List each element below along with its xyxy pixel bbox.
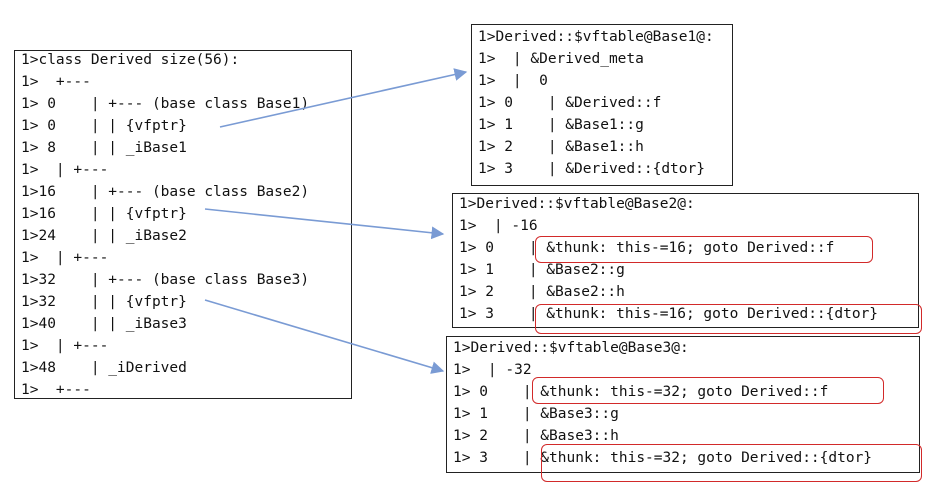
vftable-line: 1> 1 | &Base1::g: [478, 117, 644, 133]
layout-line: 1>class Derived size(56):: [21, 52, 240, 68]
vfptr-base1-arrow: [219, 68, 468, 128]
vftable-line: 1> 1 | &Base3::g: [453, 406, 619, 422]
layout-line: 1> +---: [21, 382, 91, 398]
vftable-line: 1> 3 | &thunk: this-=32; goto Derived::{…: [453, 450, 873, 466]
vftable-line: 1> 0 | &thunk: this-=16; goto Derived::f: [459, 240, 835, 256]
vftable-line: 1> 3 | &thunk: this-=16; goto Derived::{…: [459, 306, 879, 322]
class-layout-panel: 1>class Derived size(56): 1> +--- 1> 0 |…: [14, 50, 352, 399]
vftable-line: 1> 3 | &Derived::{dtor}: [478, 161, 705, 177]
layout-line: 1>40 | | _iBase3: [21, 316, 187, 332]
vftable-base2-panel: 1>Derived::$vftable@Base2@: 1> | -16 1> …: [452, 193, 919, 328]
vftable-line: 1> | -32: [453, 362, 532, 378]
vftable-line: 1>Derived::$vftable@Base2@:: [459, 196, 695, 212]
vfptr-base2-arrow: [204, 208, 445, 240]
vfptr-base3-arrow: [204, 299, 445, 374]
layout-line: 1>16 | | {vfptr}: [21, 206, 187, 222]
layout-line: 1>16 | +--- (base class Base2): [21, 184, 310, 200]
layout-line: 1>32 | | {vfptr}: [21, 294, 187, 310]
vftable-line: 1> 2 | &Base3::h: [453, 428, 619, 444]
layout-line: 1> +---: [21, 74, 91, 90]
layout-line: 1> | +---: [21, 250, 109, 266]
vftable-line: 1>Derived::$vftable@Base3@:: [453, 340, 689, 356]
vftable-line: 1> 2 | &Base2::h: [459, 284, 625, 300]
vftable-line: 1> 2 | &Base1::h: [478, 139, 644, 155]
layout-line: 1>32 | +--- (base class Base3): [21, 272, 310, 288]
vftable-line: 1> 0 | &Derived::f: [478, 95, 662, 111]
layout-line: 1> 0 | | {vfptr}: [21, 118, 187, 134]
layout-line: 1> | +---: [21, 162, 109, 178]
vftable-line: 1> | -16: [459, 218, 538, 234]
vftable-base1-panel: 1>Derived::$vftable@Base1@: 1> | &Derive…: [471, 24, 733, 186]
vftable-line: 1> 1 | &Base2::g: [459, 262, 625, 278]
layout-line: 1>48 | _iDerived: [21, 360, 187, 376]
vftable-line: 1>Derived::$vftable@Base1@:: [478, 29, 714, 45]
layout-line: 1>24 | | _iBase2: [21, 228, 187, 244]
vftable-base3-panel: 1>Derived::$vftable@Base3@: 1> | -32 1> …: [446, 336, 920, 473]
layout-line: 1> 8 | | _iBase1: [21, 140, 187, 156]
layout-line: 1> 0 | +--- (base class Base1): [21, 96, 310, 112]
vftable-line: 1> | &Derived_meta: [478, 51, 644, 67]
vftable-line: 1> 0 | &thunk: this-=32; goto Derived::f: [453, 384, 829, 400]
layout-line: 1> | +---: [21, 338, 109, 354]
vftable-line: 1> | 0: [478, 73, 548, 89]
